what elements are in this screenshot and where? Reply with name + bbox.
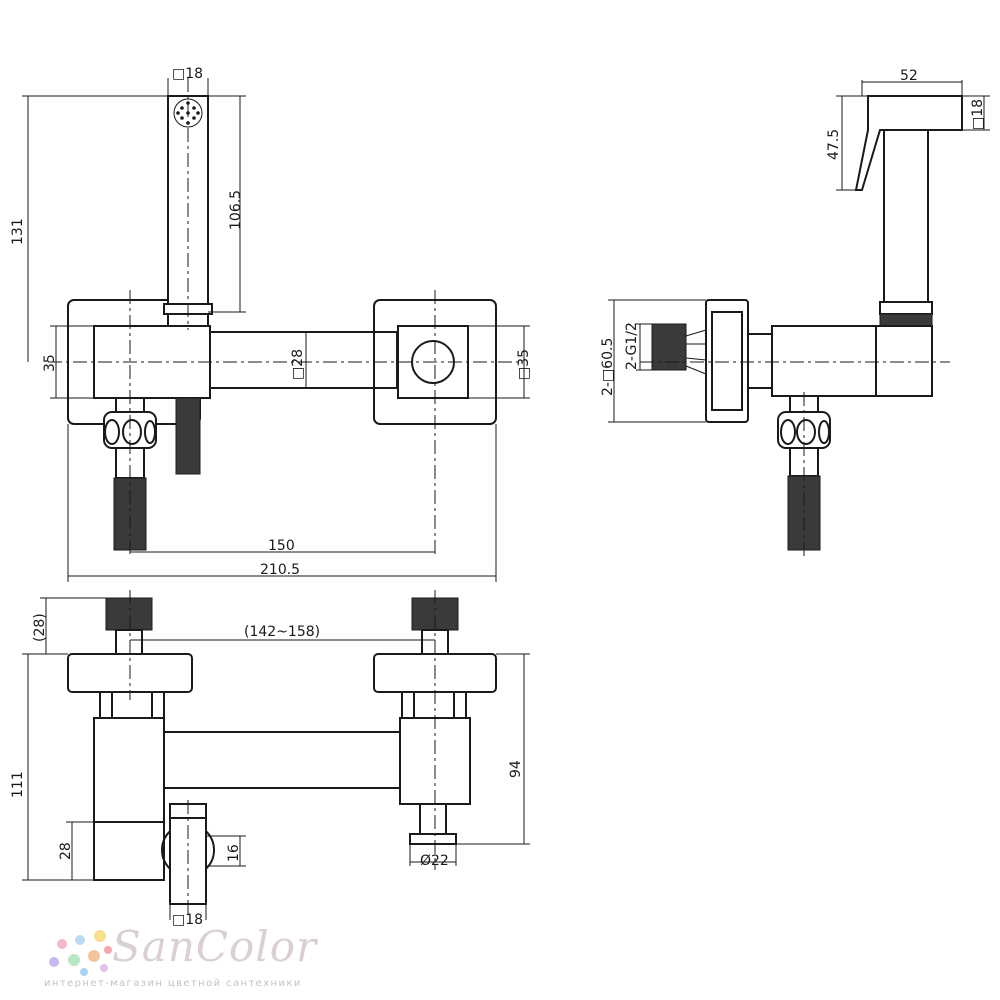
sprayer-hose bbox=[175, 397, 201, 475]
dim-center-distance: 150 bbox=[268, 538, 295, 554]
bottom-dim-center-range: (142~158) bbox=[244, 624, 320, 640]
side-thread bbox=[651, 323, 687, 371]
side-flange bbox=[705, 299, 749, 423]
logo-dots bbox=[49, 930, 112, 976]
bottom-dim-head-square: □18 bbox=[172, 912, 203, 928]
dim-total-height: 131 bbox=[10, 218, 26, 245]
side-adapter bbox=[747, 333, 773, 389]
bottom-dim-thread-height: (28) bbox=[32, 613, 48, 642]
dim-right-square: □35 bbox=[516, 349, 532, 380]
logo-dot bbox=[57, 939, 67, 949]
front-view: □18 131 106.5 35 □28 □35 150 210.5 bbox=[10, 66, 532, 582]
side-dim-thread: 2-G1/2 bbox=[624, 322, 640, 370]
bottom-thread-left bbox=[105, 597, 153, 631]
bottom-nut-right bbox=[401, 691, 467, 719]
dim-total-width: 210.5 bbox=[260, 562, 300, 578]
bottom-nut-left bbox=[99, 691, 165, 719]
side-collar bbox=[879, 301, 933, 315]
logo-dot bbox=[94, 930, 106, 942]
logo-tagline: интернет-магазин цветной сантехники bbox=[44, 978, 302, 989]
bottom-body-left bbox=[93, 717, 165, 881]
logo-brand: SanColor bbox=[112, 922, 318, 971]
logo-dot bbox=[104, 946, 112, 954]
dim-head-square: □18 bbox=[172, 66, 203, 82]
dim-bar-square: □28 bbox=[290, 349, 306, 380]
bottom-dim-holder-height: 16 bbox=[226, 844, 242, 862]
bottom-view: (28) (142~158) 111 94 28 16 Ø22 □18 bbox=[10, 590, 530, 928]
bottom-bar bbox=[163, 731, 403, 789]
bottom-dim-body-height: 28 bbox=[58, 842, 74, 860]
bottom-dim-right-height: 94 bbox=[508, 760, 524, 778]
side-dim-head-height: 47.5 bbox=[826, 129, 842, 160]
side-sprayer-stem bbox=[883, 129, 929, 303]
bottom-dim-total-height: 111 bbox=[10, 771, 26, 798]
logo-dot bbox=[68, 954, 80, 966]
inlet-hose bbox=[113, 477, 147, 551]
side-sprayer-handle bbox=[854, 95, 963, 191]
logo-dot bbox=[80, 968, 88, 976]
side-valve-body bbox=[771, 325, 933, 397]
side-dim-head-length: 52 bbox=[900, 68, 918, 84]
dim-body-height: 35 bbox=[42, 354, 58, 372]
logo-dot bbox=[49, 957, 59, 967]
logo-dot bbox=[100, 964, 108, 972]
side-view: 52 □18 47.5 2-□60.5 2-G1/2 bbox=[600, 68, 990, 556]
side-dim-head-square: □18 bbox=[970, 99, 986, 130]
side-dim-flange: 2-□60.5 bbox=[600, 338, 616, 396]
bottom-dim-diameter: Ø22 bbox=[420, 853, 449, 869]
logo-dot bbox=[88, 950, 100, 962]
side-knurl bbox=[879, 313, 933, 327]
logo-dot bbox=[75, 935, 85, 945]
dim-head-height: 106.5 bbox=[228, 190, 244, 230]
